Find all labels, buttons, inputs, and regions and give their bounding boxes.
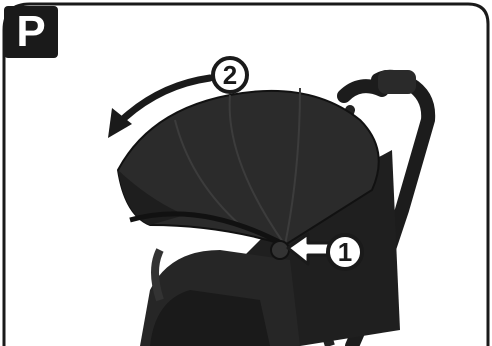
callout-1-number: 1 [338, 237, 352, 267]
callout-1: 1 [328, 235, 362, 269]
callout-2: 2 [213, 58, 247, 92]
canopy-hinge [271, 241, 289, 259]
step-letter: P [4, 6, 58, 58]
callout-2-number: 2 [223, 60, 237, 90]
step-badge: P [4, 6, 58, 58]
